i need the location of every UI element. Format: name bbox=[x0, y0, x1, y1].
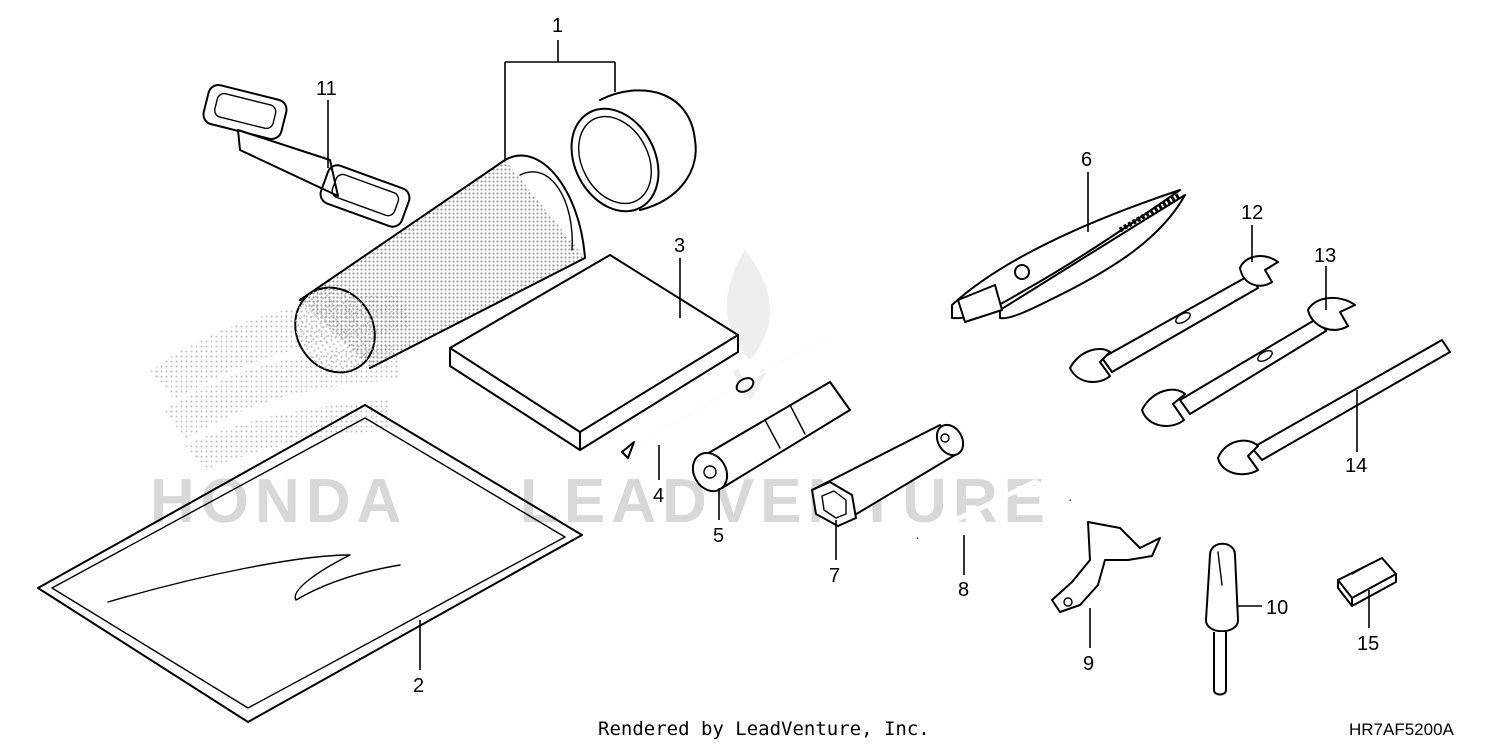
wrench-part-13 bbox=[1141, 297, 1356, 427]
screwdriver-part-4 bbox=[621, 328, 842, 459]
diagram-code: HR7AF5200A bbox=[1349, 720, 1454, 739]
callout-3: 3 bbox=[674, 235, 685, 257]
spanner-part-9 bbox=[1051, 521, 1161, 613]
callout-4: 4 bbox=[653, 485, 664, 507]
callout-10: 10 bbox=[1266, 597, 1288, 619]
leader-lines bbox=[327, 40, 1370, 670]
rendered-by-credit: Rendered by LeadVenture, Inc. bbox=[598, 718, 930, 740]
callout-13: 13 bbox=[1314, 245, 1336, 267]
screwdriver-part-10 bbox=[1205, 542, 1239, 696]
callout-14: 14 bbox=[1345, 455, 1367, 477]
pliers-part-6 bbox=[951, 189, 1186, 323]
callout-9: 9 bbox=[1083, 653, 1094, 675]
clip-part-15 bbox=[1337, 557, 1397, 607]
tool-bag-part-2 bbox=[37, 404, 583, 723]
wrench-part-14 bbox=[1217, 339, 1451, 476]
leadventure-text-watermark: LEADVENTURE bbox=[520, 467, 1051, 536]
screwdriver-handle-part-5 bbox=[691, 381, 851, 493]
strap-part-11 bbox=[202, 84, 411, 228]
tube-cap-part-1 bbox=[570, 89, 697, 213]
leadventure-flame-watermark bbox=[726, 250, 770, 401]
callout-12: 12 bbox=[1241, 202, 1263, 224]
hex-key-part-8 bbox=[916, 479, 1072, 541]
callout-7: 7 bbox=[829, 565, 840, 587]
tool-tube-part-1 bbox=[294, 154, 586, 374]
callout-2: 2 bbox=[413, 675, 424, 697]
callout-15: 15 bbox=[1357, 633, 1379, 655]
callout-1: 1 bbox=[552, 15, 563, 37]
callout-11: 11 bbox=[316, 78, 337, 100]
callout-8: 8 bbox=[958, 579, 969, 601]
wrench-part-12 bbox=[1069, 255, 1279, 383]
callout-6: 6 bbox=[1081, 149, 1092, 171]
manual-book-part-3 bbox=[449, 254, 739, 451]
callout-5: 5 bbox=[713, 525, 724, 547]
honda-text-watermark: HONDA bbox=[150, 467, 407, 536]
callout-labels: 1 2 3 4 5 6 7 8 9 10 11 12 13 14 15 bbox=[316, 15, 1379, 697]
box-wrench-part-7 bbox=[811, 423, 965, 527]
